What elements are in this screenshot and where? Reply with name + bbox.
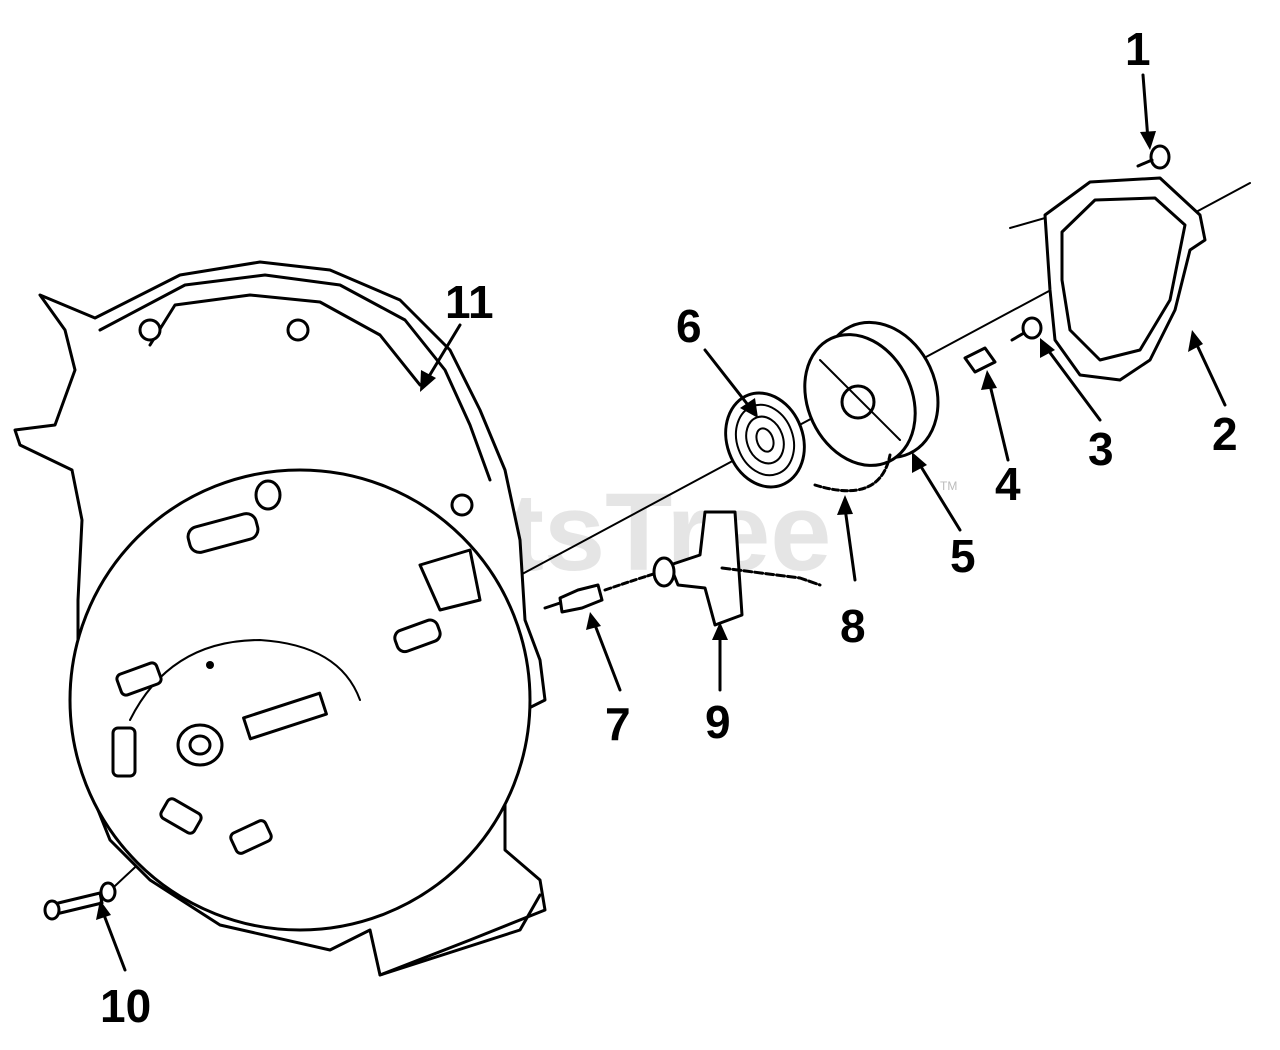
plate-inner	[1060, 196, 1187, 362]
callout-4: 4	[995, 458, 1021, 510]
housing-slot-right	[393, 618, 442, 654]
arrow-5	[918, 463, 962, 532]
arrowhead-2	[1188, 330, 1203, 352]
handle-collar	[652, 556, 676, 588]
part-3-screw	[1010, 316, 1043, 342]
housing-slot-top	[186, 512, 260, 554]
arrowhead-5	[912, 452, 927, 473]
plate-outline	[1043, 176, 1207, 382]
arrowhead-3	[1040, 338, 1055, 358]
arrowhead-1	[1140, 131, 1156, 150]
housing-hub-outer	[176, 723, 224, 767]
blower-housing	[13, 260, 547, 977]
arrowhead-8	[837, 495, 853, 515]
screw-head	[1021, 316, 1043, 340]
part-9-handle	[652, 510, 822, 627]
washer	[99, 881, 117, 903]
grommet-tip	[543, 601, 562, 610]
callout-arrows	[96, 73, 1227, 972]
arrowhead-11	[420, 370, 436, 392]
pin-head	[43, 899, 61, 921]
housing-boss-2	[286, 318, 310, 342]
callout-9: 9	[705, 696, 731, 748]
pulley-hub	[840, 384, 876, 420]
callout-2: 2	[1212, 408, 1238, 460]
housing-boss-1	[138, 318, 162, 342]
handle-rope	[720, 566, 822, 587]
housing-bracket	[418, 548, 482, 612]
arrowhead-7	[586, 612, 601, 630]
housing-slot-3	[159, 797, 203, 835]
grommet-body	[558, 583, 604, 614]
callout-7: 7	[605, 698, 631, 750]
spring-coil-2	[745, 415, 785, 465]
rope-curve	[813, 453, 892, 493]
arrowhead-10	[96, 900, 111, 920]
callout-1: 1	[1125, 23, 1151, 75]
callout-3: 3	[1088, 423, 1114, 475]
clip-body	[963, 346, 997, 374]
housing-decal	[242, 691, 328, 741]
bolt-head	[1149, 144, 1171, 170]
part-4-clip	[963, 346, 997, 374]
arrow-1	[1141, 73, 1150, 142]
watermark-tm: TM	[940, 479, 957, 493]
part-7-grommet	[543, 583, 604, 614]
spring-coil-3	[755, 427, 775, 453]
housing-hub-inner	[188, 734, 212, 756]
arrow-8	[843, 506, 857, 582]
handle-body	[668, 510, 744, 627]
callout-11: 11	[445, 276, 494, 328]
arrowhead-9	[712, 622, 728, 640]
callout-8: 8	[840, 600, 866, 652]
housing-rim-inner-2	[148, 293, 422, 387]
arrow-7	[593, 623, 622, 692]
arrow-11	[426, 323, 462, 380]
arrow-4	[988, 383, 1010, 462]
housing-rim-inner	[98, 273, 492, 482]
housing-slot-2	[111, 726, 137, 778]
housing-dot	[206, 661, 214, 669]
housing-boss-3	[450, 493, 474, 517]
part-5-pulley	[803, 320, 940, 467]
part-2-plate	[1043, 176, 1207, 382]
arrow-2	[1195, 343, 1227, 407]
callout-10: 10	[100, 980, 151, 1032]
housing-hole	[254, 479, 282, 511]
housing-slot-1	[115, 661, 163, 697]
part-6-spring	[724, 391, 806, 489]
arrowhead-6	[740, 398, 758, 418]
callout-5: 5	[950, 530, 976, 582]
housing-slot-4	[229, 819, 273, 855]
bolt-shank	[1136, 158, 1154, 168]
callout-6: 6	[676, 300, 702, 352]
pulley-spoke	[819, 359, 901, 441]
arrow-10	[102, 913, 127, 972]
arrow-6	[703, 348, 750, 407]
arrow-3	[1046, 348, 1102, 422]
screw-shank	[1010, 331, 1026, 342]
arrowhead-4	[981, 370, 997, 390]
housing-bottom-flange	[378, 893, 542, 977]
part-1-bolt	[1136, 144, 1171, 170]
callout-labels: 1 2 3 4 5 6 7 8 9 10 11	[100, 23, 1238, 1032]
